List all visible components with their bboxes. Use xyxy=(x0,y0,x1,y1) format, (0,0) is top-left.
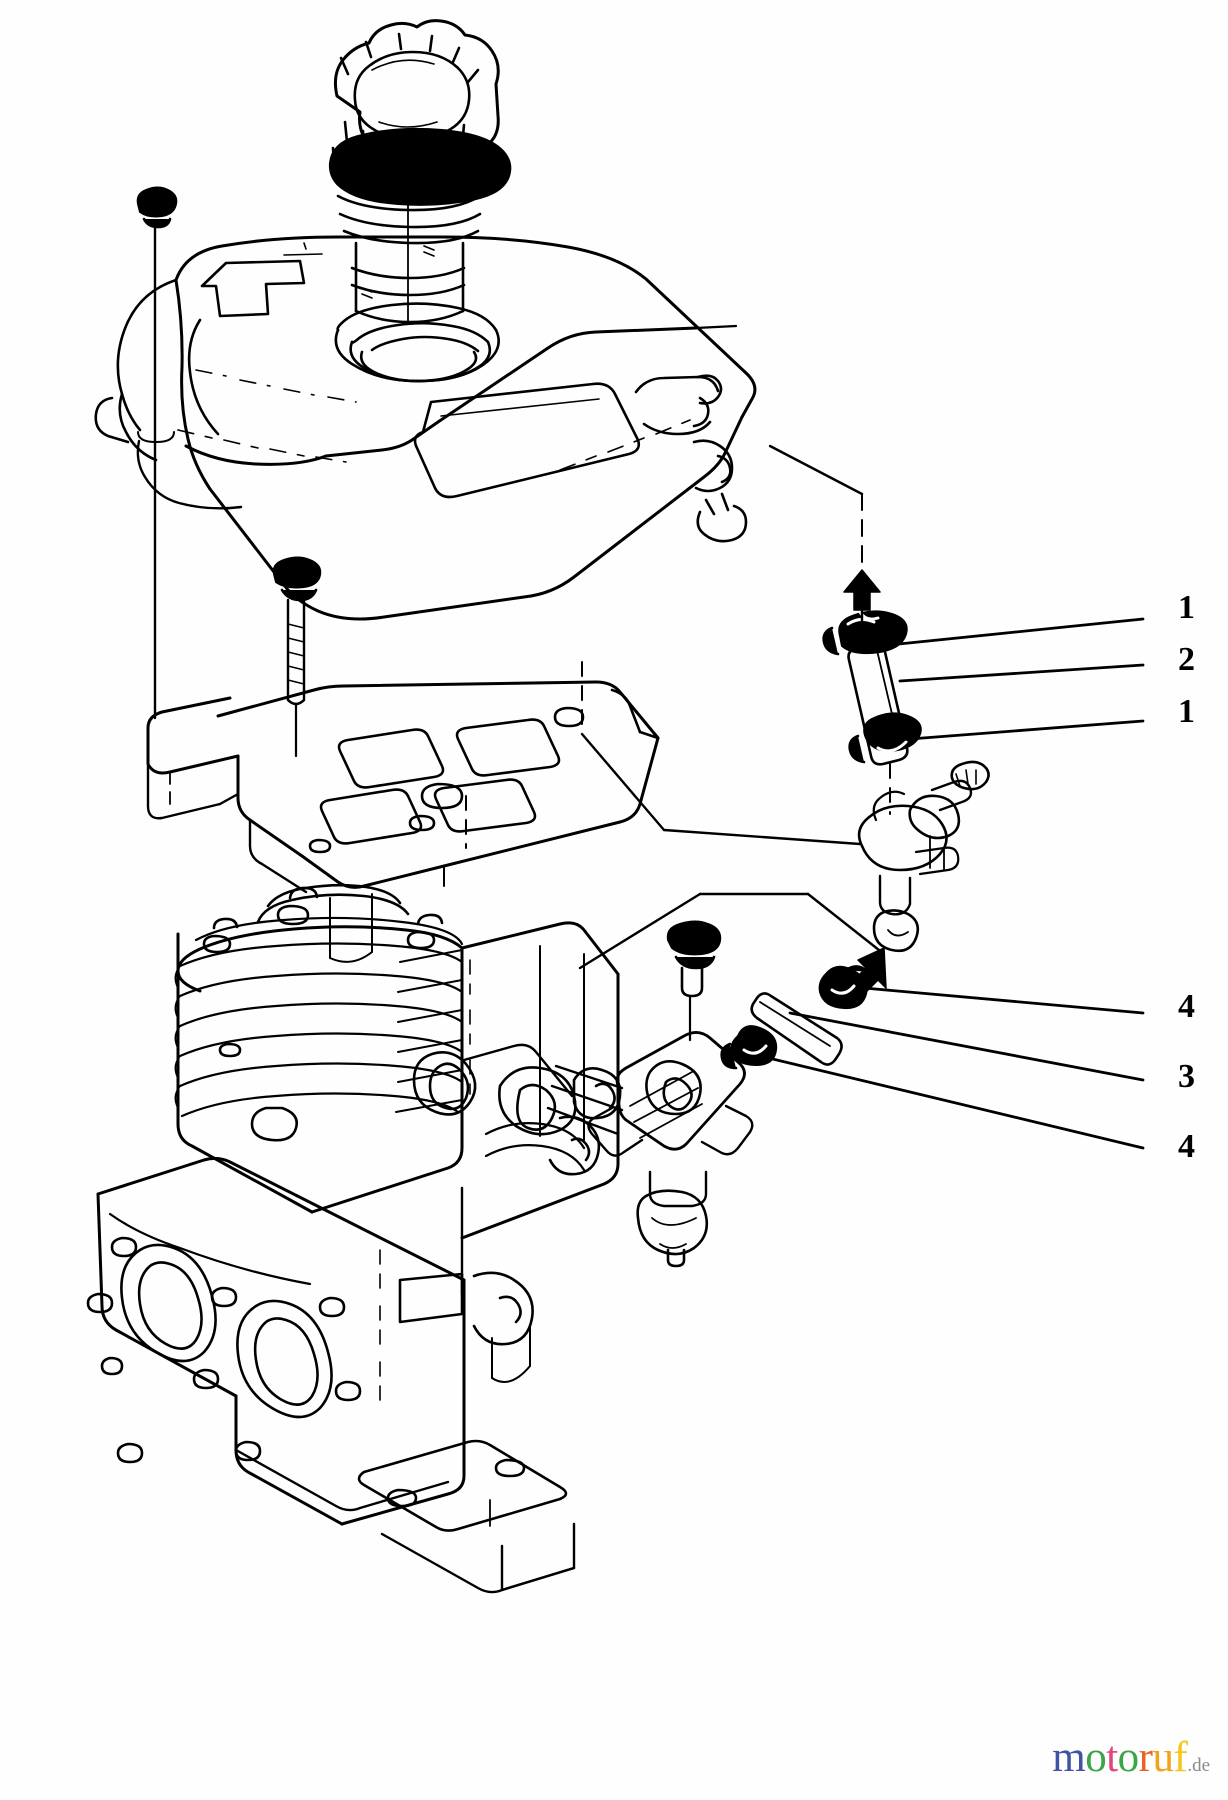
crankcase xyxy=(86,1156,576,1594)
assembly-arrow-upper xyxy=(843,569,881,638)
hose-clamp-carb-upper xyxy=(818,965,870,1010)
watermark-tld: .de xyxy=(1187,1755,1210,1776)
fuel-hose-carb xyxy=(750,992,843,1066)
callout-4-carb-clamp-lower: 4 xyxy=(1178,1128,1195,1165)
watermark-letter-o2: o xyxy=(1117,1734,1140,1781)
assembly-arrow-carb xyxy=(853,947,887,993)
flange-bolt xyxy=(666,920,722,1042)
carburetor xyxy=(587,1031,754,1268)
callout-3-carb-hose: 3 xyxy=(1178,1058,1195,1095)
hose-clamp-lower xyxy=(848,712,922,764)
callout-leader-lines xyxy=(758,617,1145,1150)
callout-1-lower-clamp: 1 xyxy=(1178,693,1195,730)
fuel-strainer xyxy=(328,127,512,325)
long-bolt xyxy=(272,556,322,758)
watermark-letter-m: m xyxy=(1052,1734,1086,1781)
hose-clamp-carb-lower xyxy=(720,1025,778,1070)
callout-4-carb-clamp-upper: 4 xyxy=(1178,988,1195,1025)
watermark-letter-r: r xyxy=(1138,1734,1153,1781)
fuel-valve xyxy=(857,760,990,953)
callout-2-fuel-hose: 2 xyxy=(1178,641,1195,678)
fuel-tank xyxy=(94,235,757,621)
watermark-letter-u: u xyxy=(1152,1734,1174,1781)
watermark-letter-t: t xyxy=(1106,1734,1118,1781)
watermark-letter-f: f xyxy=(1173,1734,1188,1781)
stud-bolt xyxy=(136,186,178,720)
watermark-motoruf: motoruf.de xyxy=(1052,1733,1210,1782)
callout-1-upper-clamp: 1 xyxy=(1178,589,1195,626)
watermark-letter-o1: o xyxy=(1085,1734,1107,1781)
hose-clamp-upper xyxy=(822,610,908,656)
